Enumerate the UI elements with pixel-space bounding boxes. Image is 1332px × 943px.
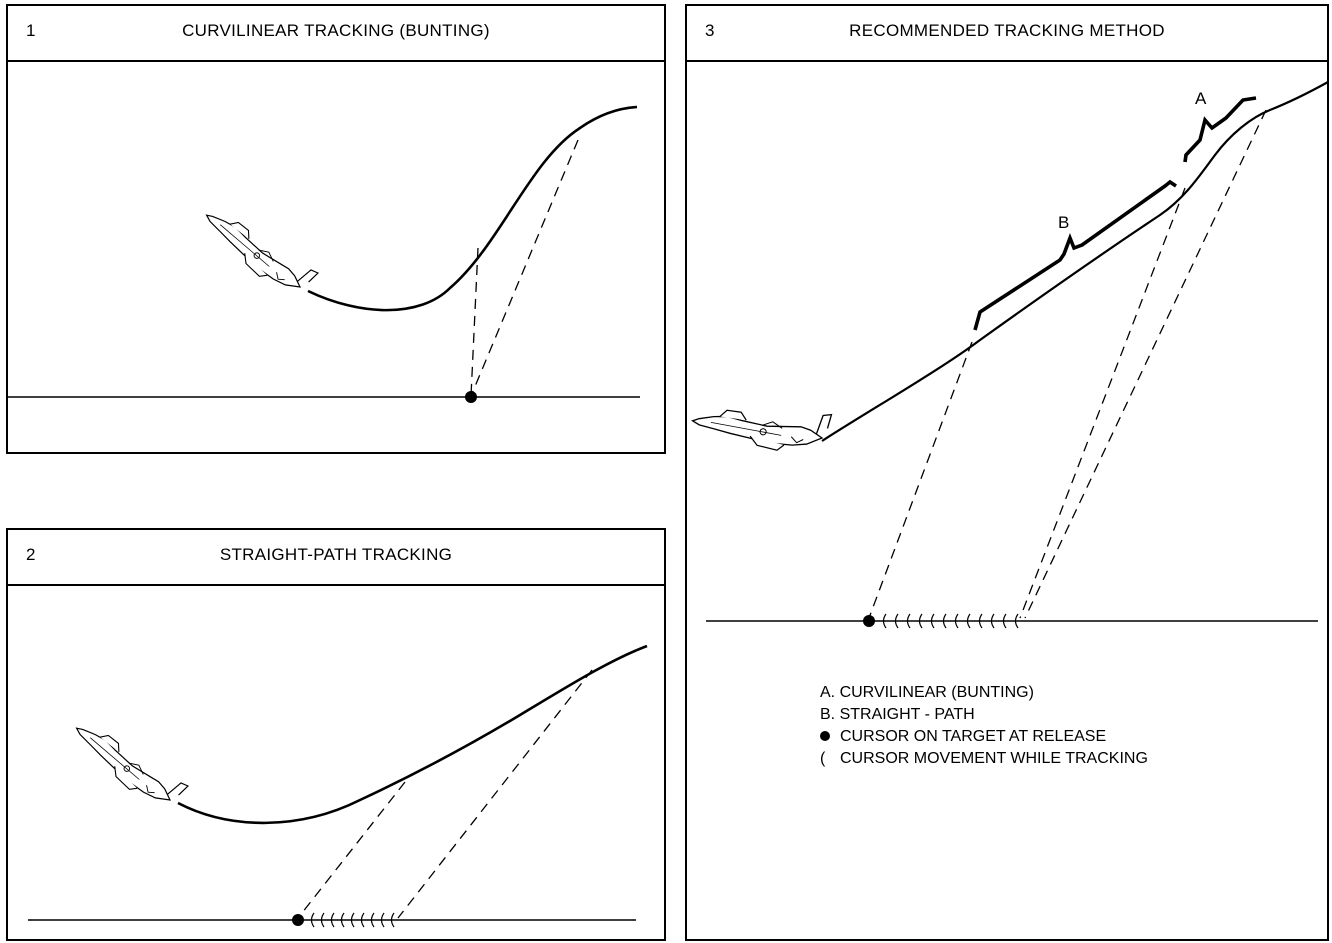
sight-line xyxy=(1024,109,1267,619)
cursor-mark-icon: ( xyxy=(820,750,826,767)
panel-2-drawing xyxy=(28,644,648,928)
aircraft-icon xyxy=(196,196,319,305)
label-b: B xyxy=(1058,213,1069,232)
sight-line xyxy=(470,139,579,397)
legend-text: A. CURVILINEAR (BUNTING) xyxy=(820,684,1034,701)
legend-item: CURSOR ON TARGET AT RELEASE xyxy=(820,726,1148,748)
panel-straight-path: 2 STRAIGHT-PATH TRACKING xyxy=(6,528,666,941)
segment-b xyxy=(973,179,1177,331)
panel-1-drawing xyxy=(8,105,640,403)
target-dot-icon xyxy=(292,914,304,926)
panel-header: 1 CURVILINEAR TRACKING (BUNTING) xyxy=(8,6,664,62)
panel-header: 2 STRAIGHT-PATH TRACKING xyxy=(8,530,664,586)
panel-header: 3 RECOMMENDED TRACKING METHOD xyxy=(687,6,1327,62)
segment-a xyxy=(1183,96,1257,163)
sight-line xyxy=(1019,187,1186,619)
flight-path xyxy=(307,105,638,312)
target-dot-icon xyxy=(863,615,875,627)
cursor-mark-icon xyxy=(310,912,395,928)
label-a: A xyxy=(1195,89,1207,108)
sight-line xyxy=(297,781,406,919)
legend-item: B. STRAIGHT - PATH xyxy=(820,704,1148,726)
panel-title: CURVILINEAR TRACKING (BUNTING) xyxy=(182,21,490,40)
aircraft-icon xyxy=(689,394,833,458)
sight-line xyxy=(470,247,479,397)
panel-number: 3 xyxy=(705,21,715,40)
panel-number: 2 xyxy=(26,545,36,564)
legend: A. CURVILINEAR (BUNTING) B. STRAIGHT - P… xyxy=(820,682,1148,770)
sight-line xyxy=(397,669,593,919)
cursor-mark-icon xyxy=(882,613,1019,629)
panel-curvilinear: 1 CURVILINEAR TRACKING (BUNTING) xyxy=(6,4,666,454)
legend-text: CURSOR ON TARGET AT RELEASE xyxy=(840,728,1107,745)
flight-path xyxy=(177,644,648,825)
target-dot-icon xyxy=(465,391,477,403)
flight-path xyxy=(821,81,1329,442)
panel-title: STRAIGHT-PATH TRACKING xyxy=(219,545,453,564)
legend-item: A. CURVILINEAR (BUNTING) xyxy=(820,682,1148,704)
legend-item: ( CURSOR MOVEMENT WHILE TRACKING xyxy=(820,748,1148,770)
legend-text: B. STRAIGHT - PATH xyxy=(820,706,975,723)
panel-title: RECOMMENDED TRACKING METHOD xyxy=(849,21,1165,40)
aircraft-icon xyxy=(66,709,189,818)
panel-number: 1 xyxy=(26,21,36,40)
target-dot-icon xyxy=(820,726,834,748)
sight-line xyxy=(868,341,973,619)
panel-recommended: 3 RECOMMENDED TRACKING METHOD xyxy=(685,4,1329,941)
legend-text: CURSOR MOVEMENT WHILE TRACKING xyxy=(840,750,1148,767)
panel-3-drawing: B A xyxy=(689,81,1329,629)
